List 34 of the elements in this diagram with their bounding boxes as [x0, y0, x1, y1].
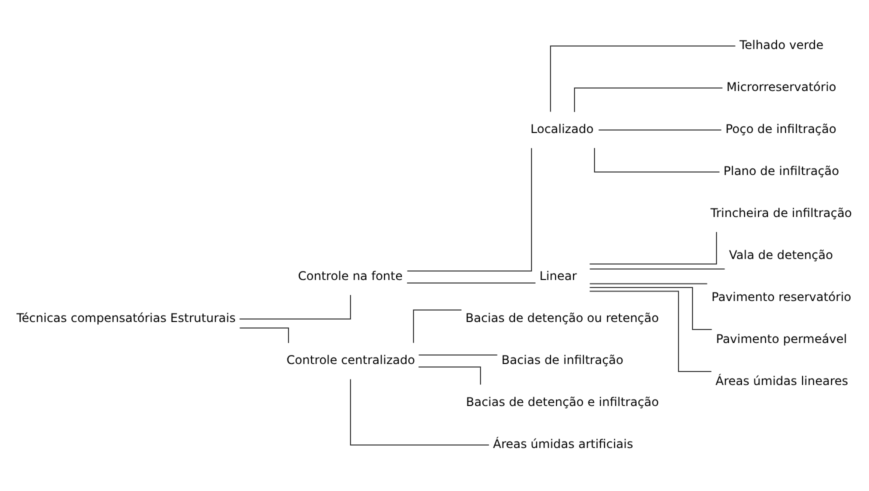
node-text: Bacias de infiltração — [502, 353, 624, 368]
node-text: Pavimento reservatório — [712, 290, 852, 304]
connector — [413, 310, 462, 344]
node-text: Controle centralizado — [286, 353, 415, 368]
connector — [550, 46, 736, 112]
node-text: Controle na fonte — [298, 269, 403, 284]
node-text: Telhado verde — [740, 38, 824, 52]
node-text: Poço de infiltração — [726, 122, 836, 136]
connector — [239, 294, 351, 320]
connector — [594, 148, 720, 172]
node-text: Áreas úmidas lineares — [716, 374, 848, 388]
node-text: Pavimento permeável — [716, 332, 847, 346]
node-text: Vala de detenção — [729, 248, 833, 262]
connector — [406, 282, 536, 284]
node-text: Localizado — [530, 122, 594, 136]
connector — [589, 287, 712, 330]
node-text: Microrreservatório — [726, 80, 836, 94]
node-text: Plano de infiltração — [724, 164, 840, 178]
connector — [406, 148, 532, 272]
connector — [589, 290, 712, 372]
connector — [589, 232, 717, 264]
node-text: Trincheira de infiltração — [710, 206, 852, 220]
connector — [350, 378, 490, 446]
connector — [574, 88, 723, 112]
node-text: Bacias de detenção ou retenção — [466, 311, 659, 326]
connector — [418, 354, 498, 356]
connector — [589, 268, 726, 270]
node-text: Técnicas compensatórias Estruturais — [16, 311, 236, 326]
node-text: Bacias de detenção e infiltração — [466, 395, 659, 410]
connector — [418, 366, 481, 386]
connector — [589, 283, 708, 284]
node-text: Áreas úmidas artificiais — [493, 437, 634, 452]
connector — [239, 328, 289, 344]
node-text: Linear — [540, 269, 577, 284]
